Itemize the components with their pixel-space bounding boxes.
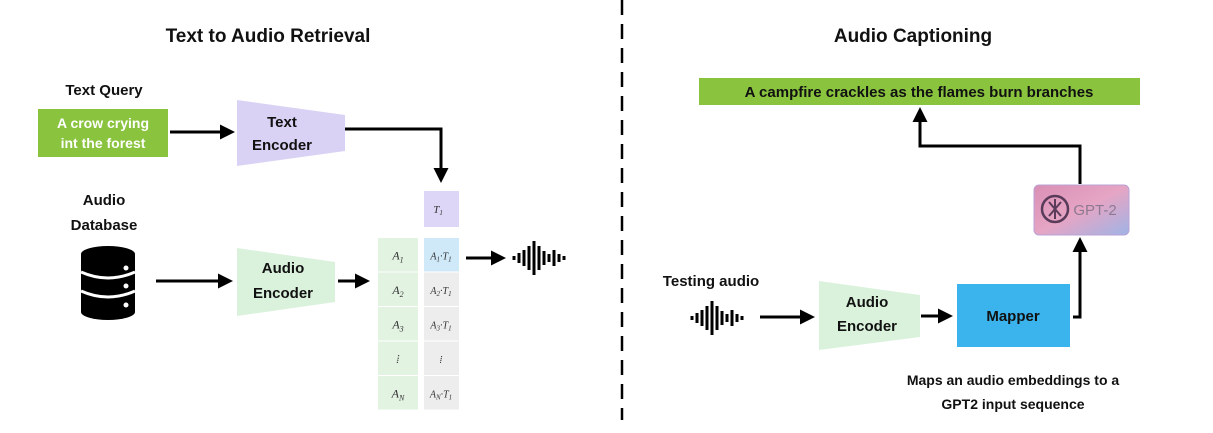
arrow-mapper-to-gpt — [1072, 237, 1088, 319]
waveform-icon — [512, 241, 566, 275]
waveform-bar — [705, 306, 709, 330]
t1-label: T1 — [433, 204, 443, 217]
audio-encoder-shape-left — [237, 248, 335, 316]
gpt2-label: GPT-2 — [1073, 202, 1116, 219]
audio-encoder-shape-right — [819, 281, 920, 350]
waveform-bar — [695, 313, 699, 323]
text-query-label: Text Query — [65, 82, 143, 99]
waveform-bar — [562, 256, 566, 260]
waveform-bar — [700, 310, 704, 326]
openai-logo-icon — [1040, 194, 1070, 224]
score-cell — [424, 341, 459, 375]
audio-db-line1: Audio — [83, 192, 126, 209]
waveform-bar — [740, 316, 744, 320]
waveform-bar — [522, 250, 526, 266]
waveform-bar — [532, 241, 536, 275]
text-query-line2: int the forest — [61, 135, 146, 151]
text-query-line1: A crow crying — [57, 115, 149, 131]
waveform-bar — [542, 251, 546, 265]
waveform-bar — [735, 314, 739, 322]
arrow-encoder-to-matrix — [345, 127, 449, 183]
waveform-bar — [547, 254, 551, 262]
a-cell-label: A3 — [391, 317, 403, 333]
t1-cell — [424, 191, 459, 227]
waveform-bar — [715, 306, 719, 330]
a-cell-label: A1 — [391, 248, 403, 264]
a-cell-label: AN — [391, 386, 405, 402]
score-cell-label: A2·T1 — [429, 286, 451, 298]
waveform-bar — [730, 310, 734, 326]
waveform-bar — [552, 250, 556, 266]
caption-text: A campfire crackles as the flames burn b… — [745, 84, 1094, 101]
text-encoder-line1: Text — [267, 114, 297, 131]
audio-encoder-left-line2: Encoder — [253, 285, 313, 302]
text-query-box — [38, 109, 168, 157]
waveform-bar — [690, 316, 694, 320]
score-cell — [424, 272, 459, 306]
mapper-note-line2: GPT2 input sequence — [941, 396, 1084, 412]
waveform-bar — [527, 246, 531, 270]
audio-encoder-right-line1: Audio — [846, 294, 889, 311]
mapper-label: Mapper — [986, 308, 1040, 325]
text-encoder-line2: Encoder — [252, 137, 312, 154]
caption-box — [699, 78, 1140, 105]
score-cell-label: A1·T1 — [429, 251, 451, 263]
waveform-bar — [557, 254, 561, 262]
waveform-bar — [710, 301, 714, 335]
database-icon — [80, 246, 136, 320]
waveform-bar — [512, 256, 516, 260]
a-cell-label: ⁞ — [396, 352, 400, 366]
score-cell — [424, 376, 459, 410]
waveform-bar — [720, 311, 724, 325]
score-cell-label: A3·T1 — [429, 320, 451, 332]
audio-encoder-left-line1: Audio — [262, 260, 305, 277]
a-cell — [378, 272, 418, 306]
waveform-bar — [517, 253, 521, 263]
left-panel-title: Text to Audio Retrieval — [166, 26, 371, 47]
waveform-bar — [725, 314, 729, 322]
a-cell — [378, 376, 418, 410]
a-cell — [378, 341, 418, 375]
mapper-box — [957, 284, 1070, 347]
waveform-icon — [690, 301, 744, 335]
text-encoder-shape — [237, 100, 345, 166]
waveform-bar — [537, 246, 541, 270]
score-cell-label: AN·T1 — [429, 389, 452, 401]
score-cell-label: ⁞ — [439, 355, 442, 366]
mapper-note-line1: Maps an audio embeddings to a — [907, 372, 1120, 388]
audio-encoder-right-line2: Encoder — [837, 318, 897, 335]
score-cell — [424, 238, 459, 272]
audio-db-line2: Database — [71, 217, 138, 234]
score-cell — [424, 307, 459, 341]
arrow-gpt-to-caption — [912, 107, 1082, 184]
testing-audio-label: Testing audio — [663, 273, 759, 290]
a-cell-label: A2 — [391, 283, 403, 299]
a-cell — [378, 238, 418, 272]
right-panel-title: Audio Captioning — [834, 26, 992, 47]
a-cell — [378, 307, 418, 341]
